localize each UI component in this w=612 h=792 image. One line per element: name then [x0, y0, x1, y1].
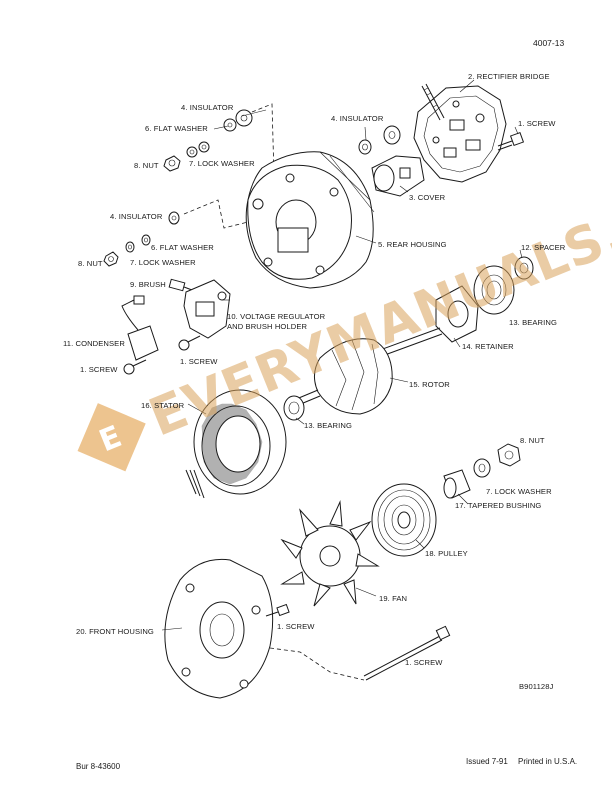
label-pulley: 18. PULLEY — [425, 549, 468, 558]
pulley-hardware-drawing — [443, 443, 521, 499]
label-screw-regulator: 1. SCREW — [180, 357, 218, 366]
label-lock-washer-right: 7. LOCK WASHER — [486, 487, 552, 496]
footer-left: Bur 8-43600 — [76, 762, 121, 771]
label-screw-right: 1. SCREW — [518, 119, 556, 128]
label-rectifier-bridge: 2. RECTIFIER BRIDGE — [468, 72, 550, 81]
screws-bottom-drawing — [265, 603, 451, 681]
front-housing-drawing — [164, 558, 274, 699]
label-tapered-bushing: 17. TAPERED BUSHING — [455, 501, 542, 510]
label-brush: 9. BRUSH — [130, 280, 166, 289]
label-insulator-top: 4. INSULATOR — [181, 103, 234, 112]
page-number: 4007-13 — [533, 38, 565, 48]
label-front-housing: 20. FRONT HOUSING — [76, 627, 154, 636]
label-nut-left: 8. NUT — [78, 259, 103, 268]
label-insulator-left: 4. INSULATOR — [110, 212, 163, 221]
label-flat-washer-top: 6. FLAT WASHER — [145, 124, 208, 133]
condenser-drawing — [121, 295, 201, 375]
label-screw-condenser: 1. SCREW — [80, 365, 118, 374]
label-nut-right: 8. NUT — [520, 436, 545, 445]
label-bearing-upper: 13. BEARING — [509, 318, 557, 327]
label-bearing-lower: 13. BEARING — [304, 421, 352, 430]
stator-drawing — [185, 389, 287, 499]
label-screw-long: 1. SCREW — [405, 658, 443, 667]
footer-issued: Issued 7-91 — [466, 757, 508, 766]
label-condenser: 11. CONDENSER — [63, 339, 125, 348]
label-voltage-regulator-line1: 10. VOLTAGE REGULATOR — [227, 312, 326, 321]
label-lock-washer-left: 7. LOCK WASHER — [130, 258, 196, 267]
left-hardware-drawing — [103, 199, 249, 267]
bearing-retainer-drawing — [435, 256, 534, 343]
label-nut-top: 8. NUT — [134, 161, 159, 170]
label-lock-washer-top: 7. LOCK WASHER — [189, 159, 255, 168]
label-rear-housing: 5. REAR HOUSING — [378, 240, 447, 249]
label-voltage-regulator-line2: AND BRUSH HOLDER — [227, 322, 308, 331]
brush-regulator-drawing — [168, 278, 231, 339]
rear-housing-drawing — [245, 151, 375, 289]
label-rotor: 15. ROTOR — [409, 380, 450, 389]
label-screw-fan: 1. SCREW — [277, 622, 315, 631]
label-stator: 16. STATOR — [141, 401, 185, 410]
label-cover: 3. COVER — [409, 193, 446, 202]
label-flat-washer-left: 6. FLAT WASHER — [151, 243, 214, 252]
top-hardware-drawing — [163, 103, 275, 177]
label-spacer: 12. SPACER — [521, 243, 566, 252]
label-retainer: 14. RETAINER — [462, 342, 514, 351]
footer-printed: Printed in U.S.A. — [518, 757, 578, 766]
rotor-drawing — [283, 327, 443, 421]
label-insulator-mid: 4. INSULATOR — [331, 114, 384, 123]
fan-drawing — [280, 500, 380, 607]
leader-lines — [161, 79, 523, 631]
insulator-cover-drawing — [358, 125, 425, 197]
rectifier-bridge-drawing — [413, 83, 507, 183]
pulley-drawing — [371, 483, 437, 557]
screw-drawing-right — [497, 131, 525, 151]
figure-id: B901128J — [519, 682, 554, 691]
label-fan: 19. FAN — [379, 594, 408, 603]
